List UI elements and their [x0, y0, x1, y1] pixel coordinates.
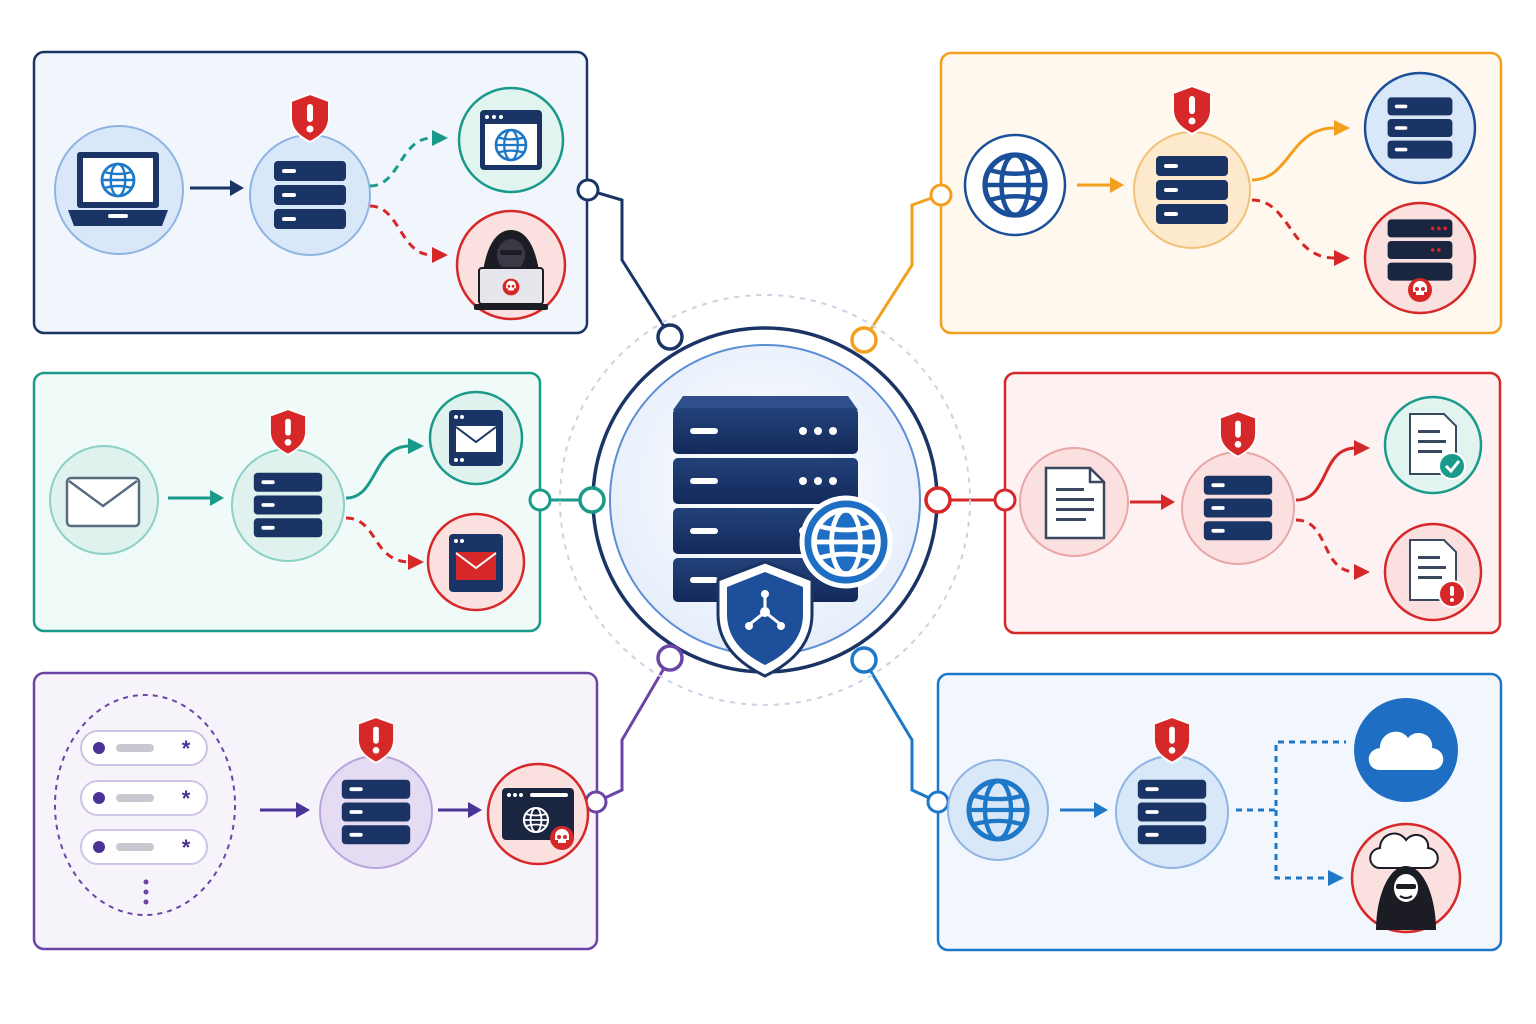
scenario-panel-email-filter: [32, 371, 552, 633]
shield-network-icon: [716, 560, 814, 678]
document-alert-icon: [1383, 522, 1483, 622]
svg-text:*: *: [182, 736, 191, 761]
server-icon: [1363, 71, 1477, 185]
panel-port: [926, 790, 950, 814]
malicious-server-icon: [1363, 201, 1477, 315]
laptop-globe-icon: [54, 125, 184, 255]
browser-globe-icon: [457, 86, 565, 194]
password-list-icon: * * *: [54, 694, 236, 916]
document-check-icon: [1383, 395, 1483, 495]
globe-icon: [947, 759, 1049, 861]
server-icon: [1137, 779, 1207, 845]
hub-outer-dashed-ring: [559, 294, 971, 706]
panel-port: [929, 183, 953, 207]
panel-port: [576, 178, 600, 202]
scenario-panel-file-scan: [993, 371, 1502, 635]
globe-icon: [799, 495, 893, 589]
scenario-panel-credential-stuffing: * * *: [32, 671, 608, 951]
mail-window-icon: [428, 390, 524, 486]
document-icon: [1019, 447, 1129, 557]
hub-node-teal: [578, 486, 606, 514]
hub-node-orange: [850, 326, 878, 354]
svg-text:*: *: [182, 786, 191, 811]
envelope-icon: [49, 445, 159, 555]
central-hub: [559, 294, 971, 706]
server-icon: [341, 779, 411, 845]
scenario-panel-web-phishing: [32, 50, 600, 335]
scenario-panel-cloud-threat: [926, 672, 1503, 952]
cloud-icon: [1354, 698, 1458, 802]
server-icon: [253, 472, 323, 538]
hub-node-purple: [656, 644, 684, 672]
server-icon: [274, 161, 346, 229]
server-icon: [1156, 156, 1228, 224]
panel-port: [993, 488, 1017, 512]
hacker-laptop-icon: [455, 209, 567, 321]
svg-text:*: *: [182, 835, 191, 860]
hub-node-red: [924, 486, 952, 514]
hacker-cloud-icon: [1350, 822, 1462, 934]
malicious-mail-icon: [426, 512, 526, 612]
hub-node-navy: [656, 323, 684, 351]
hub-node-blue: [850, 646, 878, 674]
panel-port: [528, 488, 552, 512]
malicious-browser-icon: [486, 762, 590, 866]
server-icon: [1203, 475, 1273, 541]
globe-icon: [963, 133, 1067, 237]
scenario-panel-dns-hijack: [929, 51, 1503, 335]
